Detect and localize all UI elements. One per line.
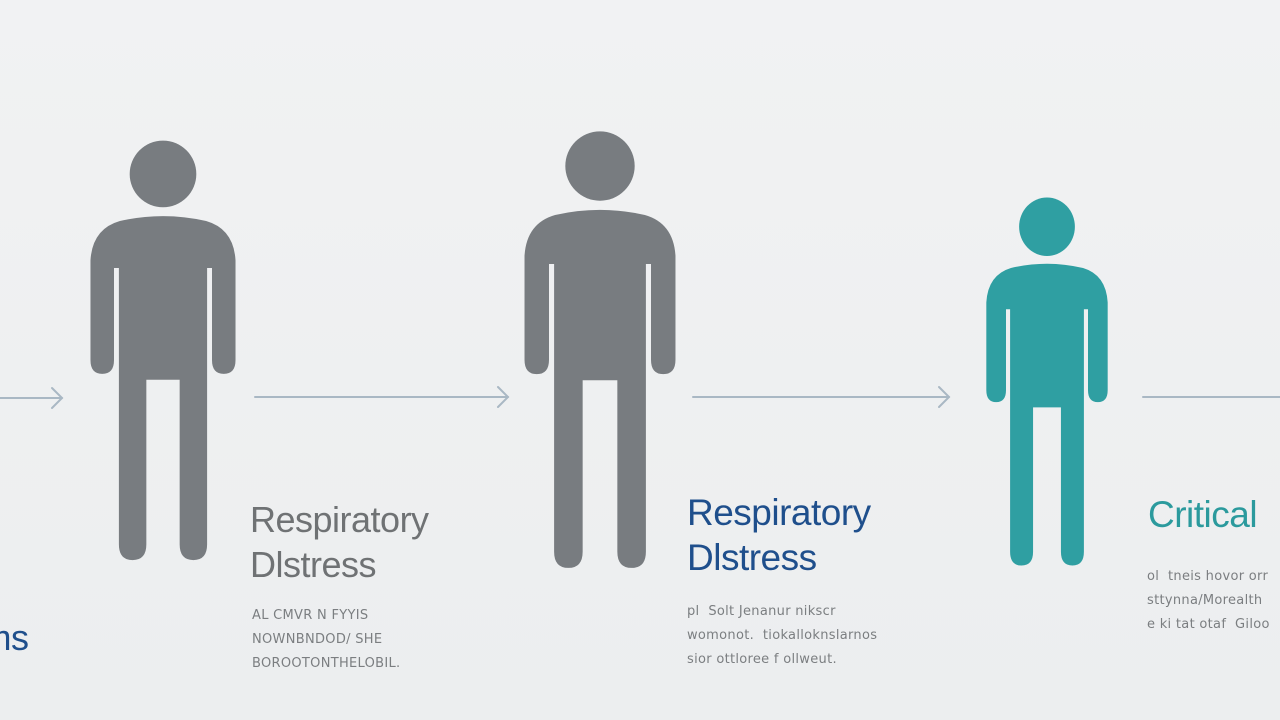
stage-title: Respiratory Dlstress	[250, 499, 429, 585]
stage-title: Critical	[1148, 494, 1258, 535]
arrow-right-icon	[254, 386, 510, 408]
person-icon	[90, 140, 236, 561]
stage-description: ol tneis hovor orr sttynna/Morealth e ki…	[1147, 569, 1270, 632]
person-icon	[986, 197, 1108, 566]
stage-title: Respiratory Dlstress	[687, 492, 871, 578]
stage-description: AL CMVR N FYYIS NOWNBNDOD/ SHE BOROOTONT…	[252, 608, 401, 671]
stage-description: pl Solt Jenanur nikscr womonot. tiokallo…	[687, 604, 878, 667]
stage-title: lu- e oms	[0, 507, 29, 658]
person-icon	[524, 131, 676, 568]
arrow-right-icon	[0, 387, 64, 409]
arrow-right-icon	[692, 386, 951, 408]
